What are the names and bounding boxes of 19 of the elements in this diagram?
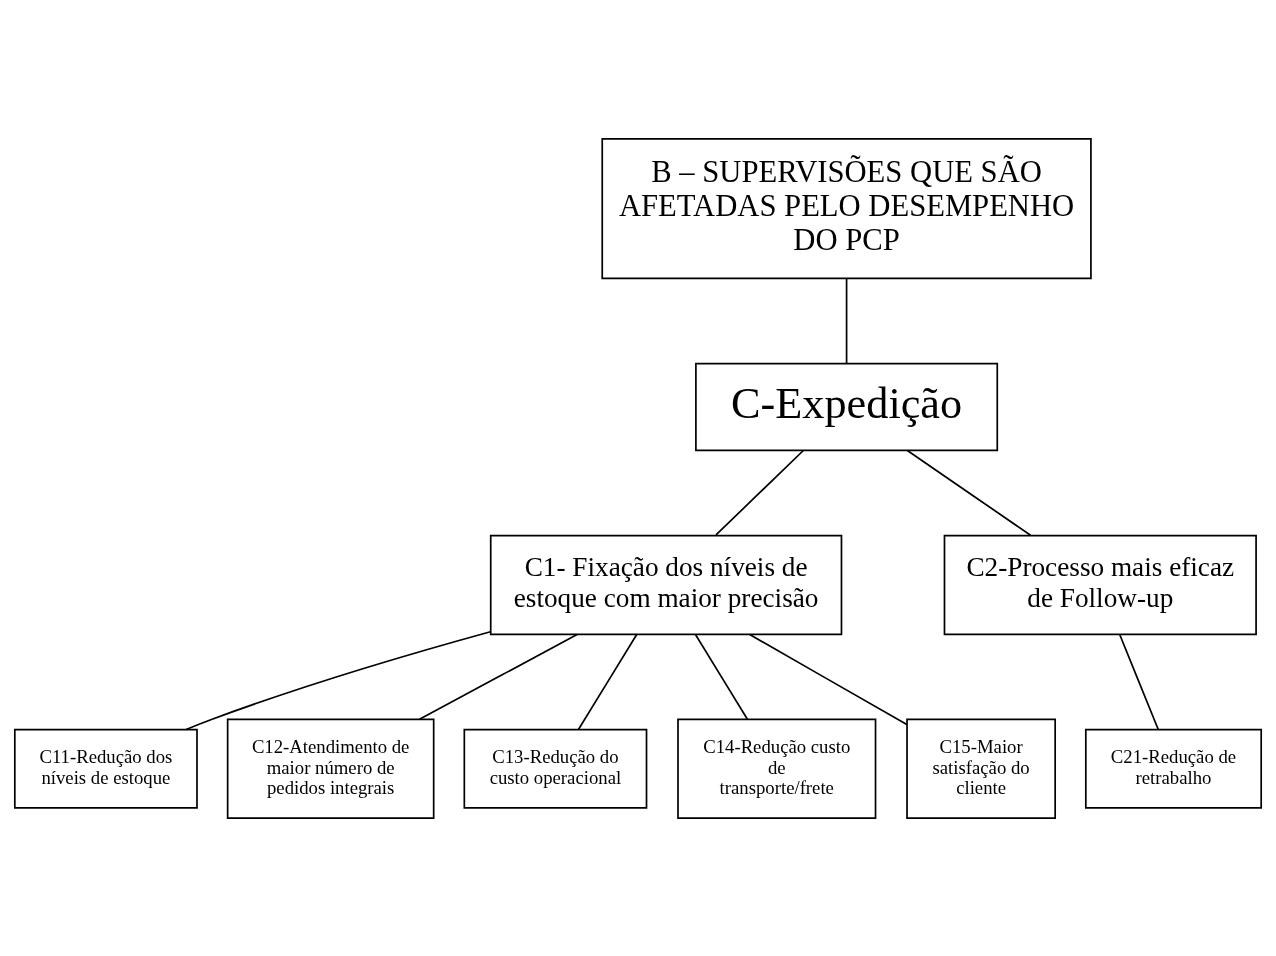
- connector: [748, 633, 908, 725]
- connector: [845, 277, 848, 364]
- connector: [418, 633, 578, 720]
- connector: [906, 449, 1032, 536]
- node-box: C12-Atendimento de maior número de pedidos integrais: [226, 718, 435, 819]
- node-box: C-Expedição: [695, 362, 999, 451]
- node-box: C1- Fixação dos níveis de estoque com maior precisão: [489, 534, 843, 635]
- connector: [694, 633, 749, 720]
- node-box: C21-Redução de retrabalho: [1084, 728, 1263, 809]
- connector: [185, 630, 492, 730]
- node-box: C15-Maior satisfação do cliente: [906, 718, 1056, 819]
- connector: [1118, 633, 1159, 730]
- node-box: C2-Processo mais eficaz de Follow-up: [943, 534, 1257, 635]
- node-box: B – SUPERVISÕES QUE SÃO AFETADAS PELO DESEMPENHO DO PCP: [601, 137, 1092, 279]
- connector: [577, 633, 638, 730]
- node-box: C13-Redução do custo operacional: [463, 728, 648, 809]
- node-box: C14-Redução custo de transporte/frete: [677, 718, 877, 819]
- node-box: C11-Redução dos níveis de estoque: [13, 728, 198, 809]
- connector: [715, 449, 805, 536]
